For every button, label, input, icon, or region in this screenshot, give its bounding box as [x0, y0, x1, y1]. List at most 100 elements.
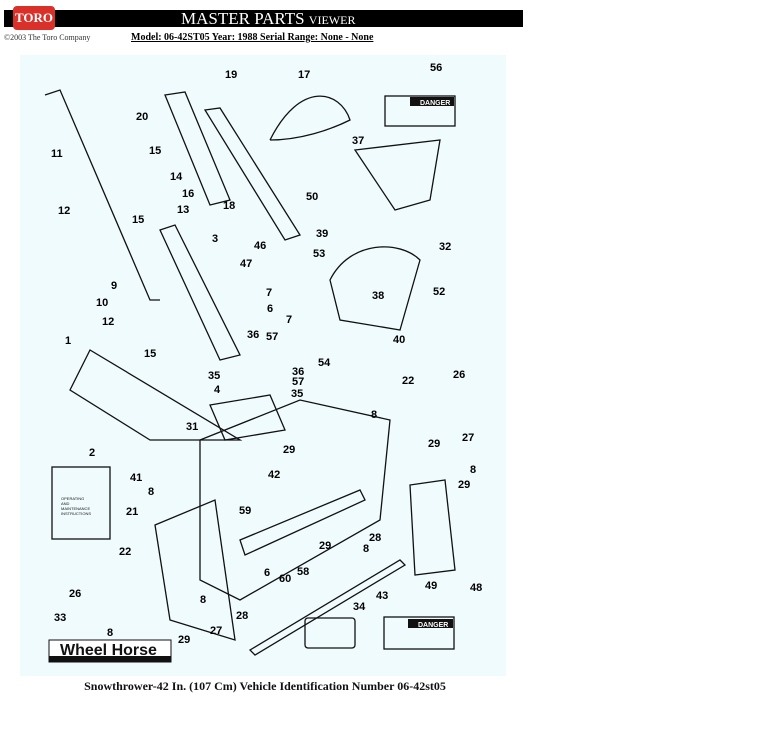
title-sub: VIEWER — [308, 13, 356, 27]
callout-13[interactable]: 13 — [177, 204, 189, 216]
app-title: MASTER PARTS VIEWER — [181, 9, 355, 29]
callout-56[interactable]: 56 — [430, 62, 442, 74]
callout-22[interactable]: 22 — [402, 375, 414, 387]
callout-27[interactable]: 27 — [462, 432, 474, 444]
copyright: ©2003 The Toro Company — [4, 33, 91, 42]
callout-15[interactable]: 15 — [144, 348, 156, 360]
callout-12[interactable]: 12 — [102, 316, 114, 328]
callout-49[interactable]: 49 — [425, 580, 437, 592]
callout-58[interactable]: 58 — [297, 566, 309, 578]
callout-36[interactable]: 36 — [292, 366, 304, 378]
callout-29[interactable]: 29 — [428, 438, 440, 450]
callout-12[interactable]: 12 — [58, 205, 70, 217]
chute-37 — [353, 139, 441, 211]
callout-6[interactable]: 6 — [267, 303, 273, 315]
callout-38[interactable]: 38 — [372, 290, 384, 302]
callout-54[interactable]: 54 — [318, 357, 331, 369]
chute-base-32 — [329, 246, 421, 331]
callout-39[interactable]: 39 — [316, 228, 328, 240]
callout-36[interactable]: 36 — [247, 329, 259, 341]
callout-52[interactable]: 52 — [433, 286, 445, 298]
callout-15[interactable]: 15 — [149, 145, 161, 157]
callout-27[interactable]: 27 — [210, 625, 222, 637]
callout-28[interactable]: 28 — [369, 532, 381, 544]
callout-43[interactable]: 43 — [376, 590, 388, 602]
handle-rod — [44, 89, 160, 301]
callout-7[interactable]: 7 — [266, 287, 272, 299]
callout-41[interactable]: 41 — [130, 472, 142, 484]
manual-text-3: MAINTENANCE — [61, 506, 90, 511]
callout-42[interactable]: 42 — [268, 469, 280, 481]
callout-26[interactable]: 26 — [453, 369, 465, 381]
callout-59[interactable]: 59 — [239, 505, 251, 517]
callout-18[interactable]: 18 — [223, 200, 235, 212]
callout-11[interactable]: 11 — [51, 148, 63, 160]
callout-22[interactable]: 22 — [119, 546, 131, 558]
danger-bar-56 — [410, 97, 454, 106]
callout-10[interactable]: 10 — [96, 297, 108, 309]
callout-1[interactable]: 1 — [65, 335, 71, 347]
callout-28[interactable]: 28 — [236, 610, 248, 622]
callout-8[interactable]: 8 — [200, 594, 206, 606]
callout-2[interactable]: 2 — [89, 447, 95, 459]
decal-49 — [383, 616, 455, 650]
callout-34[interactable]: 34 — [353, 601, 366, 613]
callout-57[interactable]: 57 — [266, 331, 278, 343]
callout-32[interactable]: 32 — [439, 241, 451, 253]
callout-29[interactable]: 29 — [458, 479, 470, 491]
callout-8[interactable]: 8 — [363, 543, 369, 555]
exploded-view: OPERATING AND MAINTENANCE INSTRUCTIONS D… — [44, 62, 482, 663]
callout-26[interactable]: 26 — [69, 588, 81, 600]
callout-9[interactable]: 9 — [111, 280, 117, 292]
cable-17 — [269, 95, 351, 141]
callout-8[interactable]: 8 — [371, 409, 377, 421]
brace-18 — [164, 91, 301, 241]
callout-17[interactable]: 17 — [298, 69, 310, 81]
callout-33[interactable]: 33 — [54, 612, 66, 624]
callout-6[interactable]: 6 — [264, 567, 270, 579]
callout-57[interactable]: 57 — [292, 376, 304, 388]
danger-label-56: DANGER — [420, 100, 450, 107]
window-34 — [304, 617, 356, 649]
callout-15[interactable]: 15 — [132, 214, 144, 226]
manual-41 — [51, 466, 111, 540]
toro-logo[interactable]: TORO — [13, 6, 55, 30]
callout-60[interactable]: 60 — [279, 573, 291, 585]
header-bar — [4, 10, 523, 27]
callout-8[interactable]: 8 — [470, 464, 476, 476]
callout-29[interactable]: 29 — [319, 540, 331, 552]
callout-29[interactable]: 29 — [283, 444, 295, 456]
callout-7[interactable]: 7 — [286, 314, 292, 326]
danger-label-49: DANGER — [418, 622, 448, 629]
callout-47[interactable]: 47 — [240, 258, 252, 270]
gear-31 — [209, 394, 286, 441]
housing — [199, 399, 391, 601]
callout-8[interactable]: 8 — [107, 627, 113, 639]
callout-20[interactable]: 20 — [136, 111, 148, 123]
callout-14[interactable]: 14 — [170, 171, 183, 183]
callout-31[interactable]: 31 — [186, 421, 198, 433]
callout-8[interactable]: 8 — [148, 486, 154, 498]
decal-56 — [384, 95, 456, 127]
frame — [69, 349, 243, 441]
callout-48[interactable]: 48 — [470, 582, 482, 594]
callout-46[interactable]: 46 — [254, 240, 266, 252]
callout-40[interactable]: 40 — [393, 334, 405, 346]
callout-35[interactable]: 35 — [291, 388, 303, 400]
callout-16[interactable]: 16 — [182, 188, 194, 200]
manual-text-2: AND — [61, 501, 70, 506]
callout-37[interactable]: 37 — [352, 135, 364, 147]
callout-21[interactable]: 21 — [126, 506, 138, 518]
callout-3[interactable]: 3 — [212, 233, 218, 245]
callout-29[interactable]: 29 — [178, 634, 190, 646]
decal-stripe — [49, 656, 171, 662]
callout-35[interactable]: 35 — [208, 370, 220, 382]
callout-19[interactable]: 19 — [225, 69, 237, 81]
scraper-58 — [239, 489, 366, 556]
callout-4[interactable]: 4 — [214, 384, 221, 396]
callout-53[interactable]: 53 — [313, 248, 325, 260]
model-info[interactable]: Model: 06-42ST05 Year: 1988 Serial Range… — [131, 32, 374, 43]
callout-50[interactable]: 50 — [306, 191, 318, 203]
brace-3 — [159, 224, 241, 361]
wheel-horse-text: Wheel Horse — [60, 642, 157, 659]
